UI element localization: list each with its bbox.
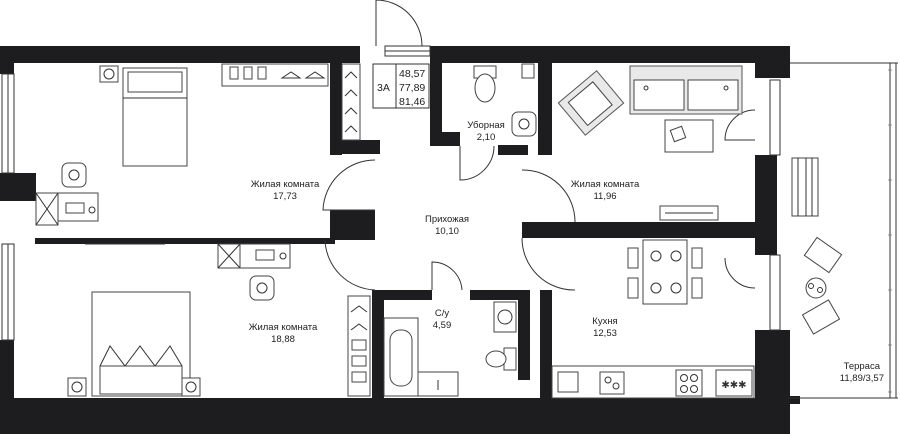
area-table: 3А 48,57 77,89 81,46 [372, 63, 430, 109]
living-area: 11,96 [593, 191, 616, 202]
kitchen-area: 12,53 [593, 328, 617, 339]
svg-text:✱✱✱: ✱✱✱ [721, 380, 746, 391]
windows [1, 45, 781, 341]
apartment-type: 3А [377, 82, 390, 94]
desk-bottom [85, 243, 291, 301]
bathroom-area: 4,59 [433, 320, 452, 331]
bedroom-top-area: 17,73 [273, 191, 297, 202]
toilet-name: Уборная [467, 120, 505, 131]
bed-bottom [67, 291, 201, 397]
bathtub [383, 317, 419, 397]
living-name: Жилая комната [571, 179, 640, 190]
armchair [557, 70, 625, 136]
sofa [629, 65, 743, 115]
hallway-name: Прихожая [425, 214, 469, 225]
dining-table [627, 239, 703, 305]
bath-toilet [485, 347, 517, 371]
area-living: 48,57 [399, 68, 425, 80]
toilet-area: 2,10 [477, 132, 496, 143]
radiator [791, 157, 819, 217]
doors [322, 0, 756, 291]
terrace-name: Терраса [844, 361, 881, 372]
washing-machine [493, 301, 517, 333]
desk-top [35, 162, 99, 226]
area-total-with-terrace: 81,46 [399, 96, 425, 108]
wardrobe-top [221, 63, 329, 87]
bedroom-bottom-name: Жилая комната [249, 322, 318, 333]
bathroom-name: С/у [435, 308, 450, 319]
walls [0, 46, 800, 434]
hallway-area: 10,10 [435, 226, 459, 237]
area-total: 77,89 [399, 82, 425, 94]
kitchen-counter: ✱✱✱ [551, 365, 755, 399]
terrace-area: 11,89/3,57 [840, 373, 884, 384]
room-labels: Жилая комната 17,73 Жилая комната 18,88 … [249, 120, 884, 384]
kitchen-name: Кухня [592, 316, 617, 327]
coffee-table [664, 119, 714, 153]
terrace-furniture [801, 236, 843, 335]
bed-top [99, 65, 188, 167]
toilet-fixtures [473, 63, 537, 137]
bedroom-bottom-area: 18,88 [271, 334, 295, 345]
bath-sink [417, 371, 459, 397]
bedroom-top-name: Жилая комната [251, 179, 320, 190]
terrace-outline [790, 62, 898, 399]
hall-wardrobe [341, 63, 361, 141]
tv-stand [659, 205, 719, 221]
bath-wardrobe [347, 295, 371, 397]
